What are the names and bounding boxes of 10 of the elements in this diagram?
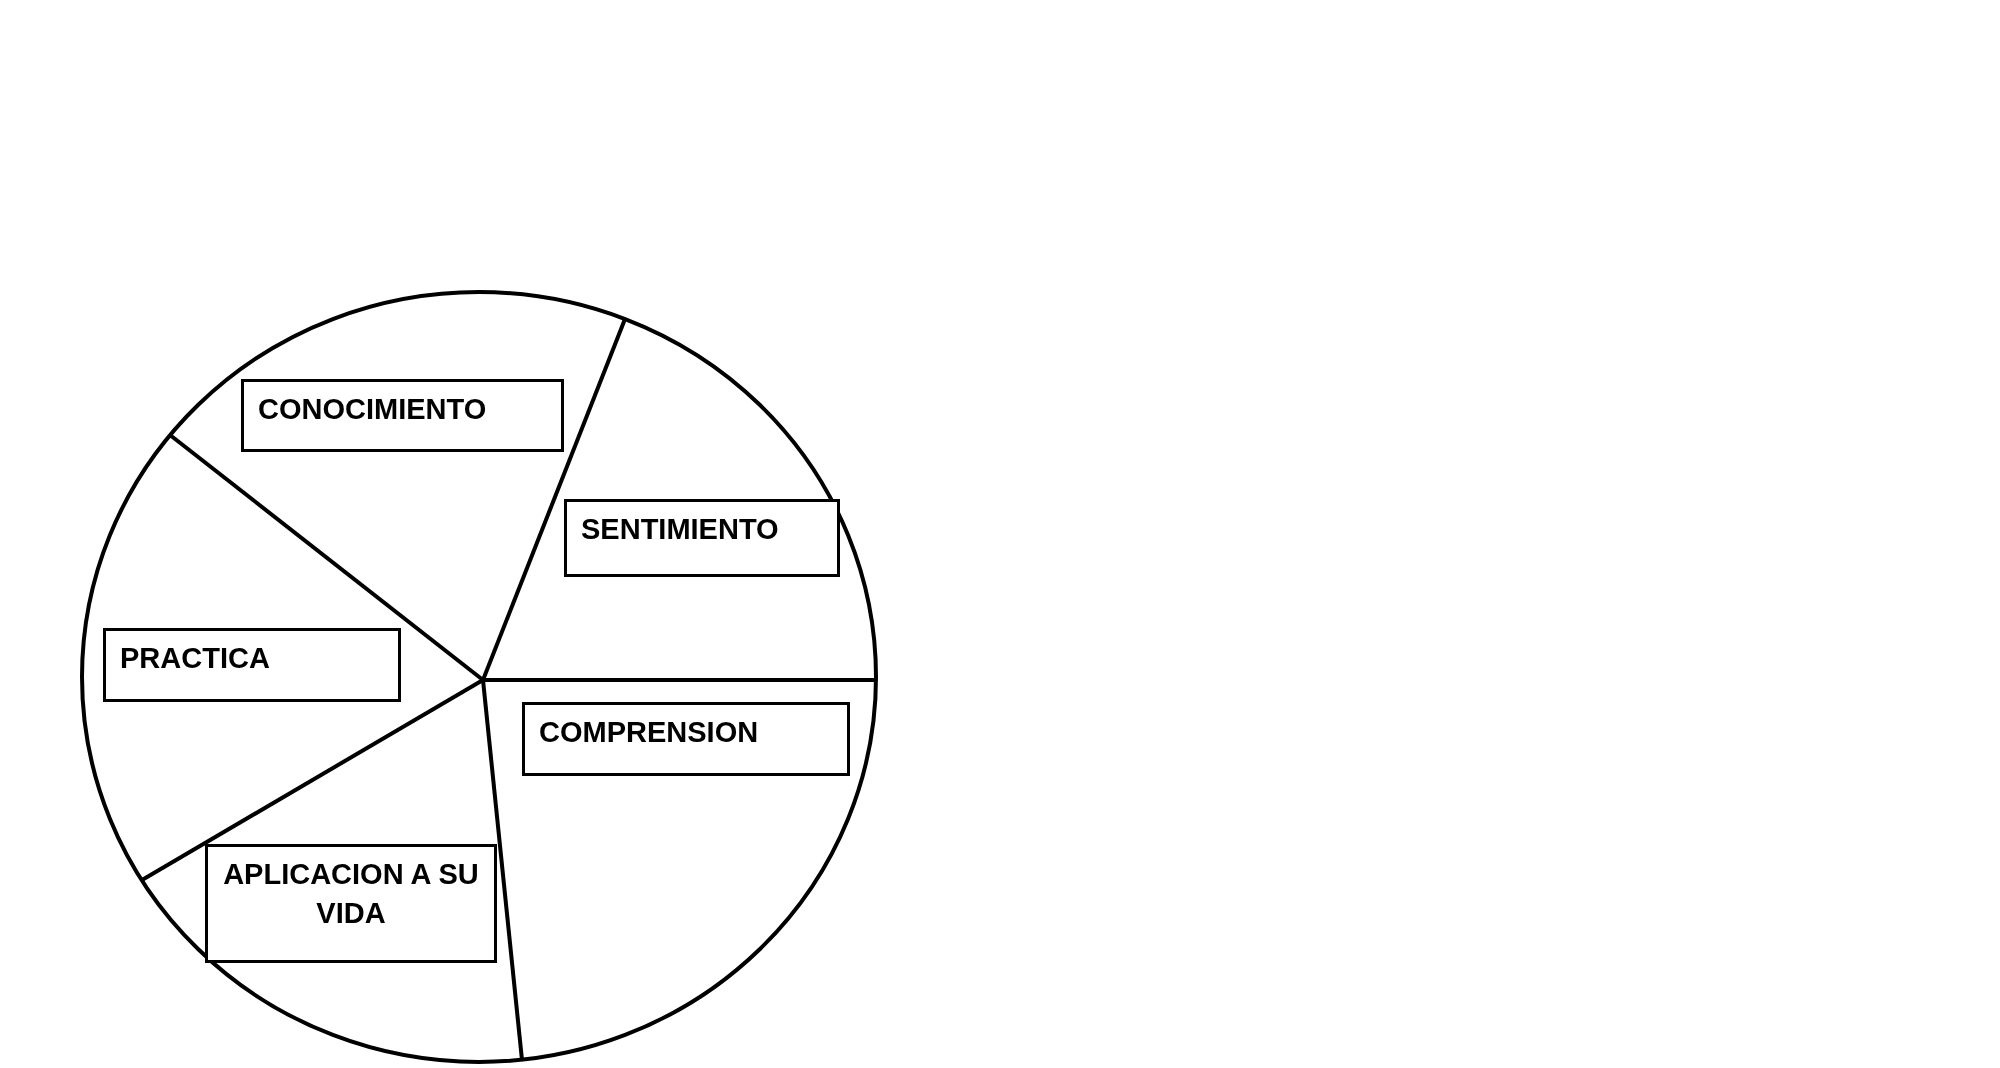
label-box: [241, 379, 564, 452]
sector-label: CONOCIMIENTO: [258, 392, 488, 427]
label-box: [205, 844, 497, 963]
sector-label: PRACTICA: [120, 641, 271, 676]
sector-label: APLICACION A SU VIDA: [222, 857, 480, 932]
sector-label: SENTIMIENTO: [581, 512, 780, 547]
label-box: [564, 499, 840, 577]
sector-label: COMPRENSION: [539, 715, 760, 750]
label-box: [522, 702, 850, 776]
label-box: [103, 628, 401, 702]
